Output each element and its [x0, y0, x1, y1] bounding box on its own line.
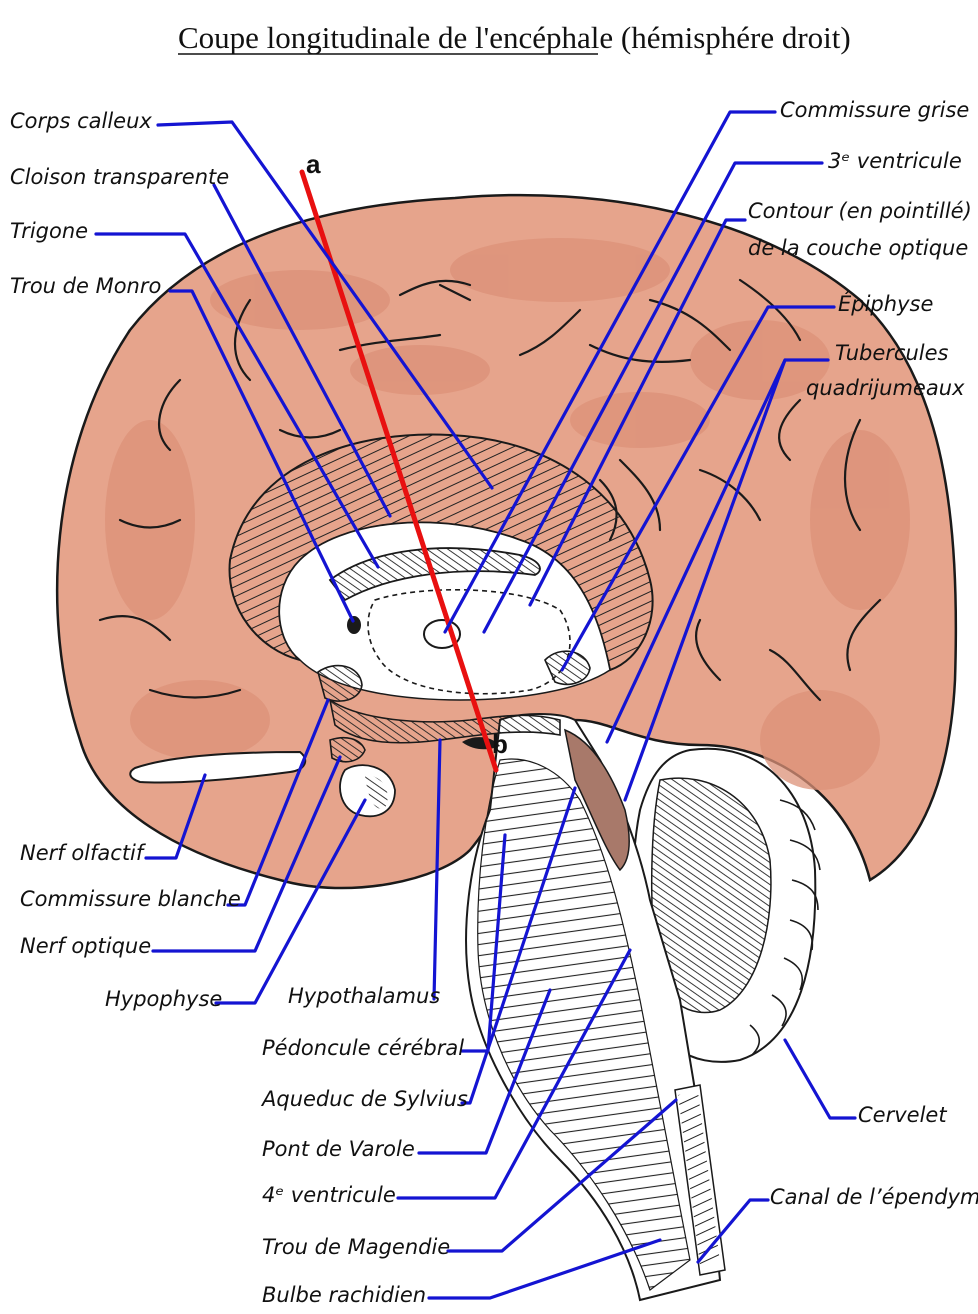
label-aqueduc-de-sylvius: Aqueduc de Sylvius: [260, 1087, 468, 1111]
svg-text:Coupe longitudinale de l'encép: Coupe longitudinale de l'encéphale (hémi…: [178, 20, 851, 55]
label-nerf-olfactif: Nerf olfactif: [20, 841, 147, 865]
label-trou-de-magendie: Trou de Magendie: [262, 1235, 450, 1259]
label-pedoncule-cerebral: Pédoncule cérébral: [262, 1036, 464, 1060]
label-contour-line1: Contour (en pointillé): [748, 199, 972, 223]
label-epiphyse: Épiphyse: [838, 291, 933, 316]
mark-b: b: [492, 729, 508, 759]
label-cloison-transparente: Cloison transparente: [10, 165, 229, 189]
label-3e-ventricule: 3ᵉ ventricule: [828, 149, 962, 173]
label-hypophyse: Hypophyse: [105, 987, 222, 1011]
label-commissure-blanche: Commissure blanche: [20, 887, 241, 911]
label-commissure-grise: Commissure grise: [780, 98, 969, 122]
label-contour-line2: de la couche optique: [748, 236, 968, 260]
label-4e-ventricule: 4ᵉ ventricule: [262, 1183, 396, 1207]
label-nerf-optique: Nerf optique: [20, 934, 151, 958]
title-suffix: (hémisphére droit): [621, 20, 851, 55]
label-pont-de-varole: Pont de Varole: [262, 1137, 415, 1161]
foramen-monro: [347, 616, 361, 634]
title-underlined: Coupe longitudinale de l'encéphale: [178, 20, 613, 55]
label-tubercules-line1: Tubercules: [835, 341, 949, 365]
label-trigone: Trigone: [10, 219, 88, 243]
label-trou-de-monro: Trou de Monro: [10, 274, 161, 298]
mark-a: a: [306, 149, 321, 179]
label-bulbe-rachidien: Bulbe rachidien: [262, 1283, 426, 1307]
anterior-commissure: [318, 666, 362, 702]
label-corps-calleux: Corps calleux: [10, 109, 152, 133]
leader-cervelet: [785, 1040, 855, 1118]
label-hypothalamus: Hypothalamus: [288, 984, 440, 1008]
label-cervelet: Cervelet: [858, 1103, 947, 1127]
label-tubercules-line2: quadrijumeaux: [806, 376, 965, 400]
label-canal-ependyme: Canal de l’épendyme: [770, 1185, 978, 1209]
diagram-title: Coupe longitudinale de l'encéphale (hémi…: [178, 20, 851, 55]
